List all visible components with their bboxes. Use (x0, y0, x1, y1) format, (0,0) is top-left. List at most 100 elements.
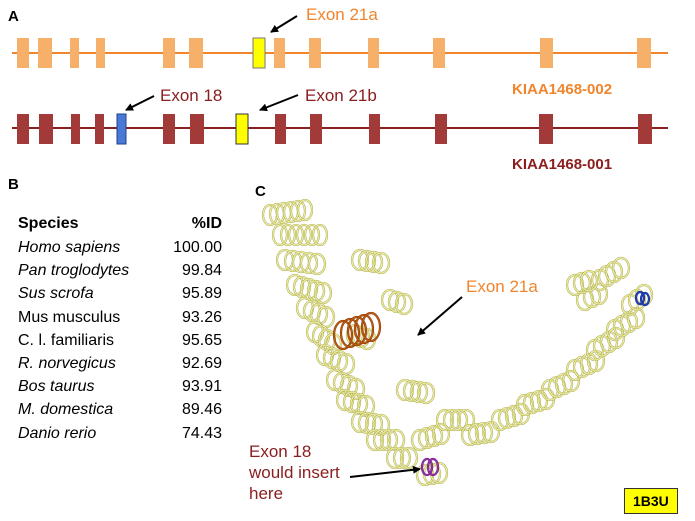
exon-box (274, 38, 285, 68)
panel-label-b: B (8, 176, 19, 193)
structure-exon21a-label: Exon 21a (466, 277, 538, 296)
species-name: Mus musculus (18, 308, 121, 326)
helix-coil (275, 248, 327, 276)
helix-bundle (261, 198, 654, 487)
table-row: Homo sapiens 100.00 (18, 236, 230, 259)
exon-box (637, 38, 651, 68)
species-name: R. norvegicus (18, 355, 116, 373)
helix-coil (620, 283, 654, 317)
helix-coil (395, 378, 436, 405)
species-name: C. l. familiaris (18, 331, 115, 349)
pid-header: %ID (191, 215, 222, 232)
exon21b-arrow (259, 94, 299, 112)
isoform-a-name: KIAA1468-002 (512, 81, 613, 98)
pdb-id-badge: 1B3U (624, 488, 678, 514)
percent-identity: 92.69 (181, 355, 222, 373)
exon-box (190, 114, 204, 144)
panel-label-a: A (8, 8, 19, 25)
exon18-structure-arrow (349, 465, 421, 478)
exon-box (368, 38, 379, 68)
exon-box (310, 114, 322, 144)
exon-box (163, 38, 175, 68)
species-name: Pan troglodytes (18, 262, 130, 280)
exon21a-arrow (270, 15, 298, 33)
percent-identity: 74.43 (181, 424, 222, 442)
helix-coil (271, 223, 329, 247)
species-name: Bos taurus (18, 378, 95, 396)
helix-coil (410, 422, 451, 452)
helix-coil (325, 368, 366, 401)
exon-box (163, 114, 175, 144)
species-name: Sus scrofa (18, 285, 94, 303)
species-header: Species (18, 215, 79, 232)
exon-box (189, 38, 203, 68)
exon-box (39, 114, 53, 144)
percent-identity: 100.00 (173, 239, 222, 257)
exon18-label: Exon 18 (160, 86, 223, 105)
exon18-loop (420, 457, 440, 477)
table-header-row: Species %ID (18, 212, 230, 236)
table-row: Danio rerio 74.43 (18, 422, 230, 445)
helix-coil (365, 428, 406, 452)
gene-structure-diagram (12, 15, 668, 145)
helix-coil (335, 388, 376, 418)
species-name: Danio rerio (18, 424, 97, 442)
helix-coil (350, 410, 391, 437)
helix-coil (490, 402, 531, 432)
terminus-highlight (634, 290, 651, 307)
helix-coil (540, 369, 581, 402)
helix-coil (565, 269, 599, 297)
exon-box (539, 114, 553, 144)
structure-exon18-line1: Exon 18 (249, 442, 312, 461)
exon-box (540, 38, 553, 68)
helix-coil (385, 446, 419, 470)
helix-coil (575, 282, 609, 312)
isoform-a-exons (17, 37, 651, 69)
exon21a-highlight (332, 311, 382, 351)
exon-box (275, 114, 286, 144)
panel-label-c: C (255, 183, 266, 200)
helix-coil (261, 198, 314, 227)
exon-box (435, 114, 447, 144)
species-name: Homo sapiens (18, 239, 121, 257)
exon-box (95, 114, 104, 144)
exon-box (17, 38, 29, 68)
exon-21a-box (252, 37, 266, 69)
structure-exon18-line3: here (249, 484, 284, 503)
protein-structure-image (261, 198, 654, 487)
helix-coil (435, 408, 476, 432)
exon-box (96, 38, 105, 68)
table-row: Sus scrofa 95.89 (18, 282, 230, 305)
percent-identity: 89.46 (181, 401, 222, 419)
helix-coil (380, 288, 414, 316)
exon-box (17, 114, 29, 144)
exon-box (70, 38, 79, 68)
terminus-helix (634, 290, 651, 307)
percent-identity: 93.26 (181, 308, 222, 326)
exon18-arrow (125, 95, 155, 111)
exon21a-label: Exon 21a (306, 5, 378, 24)
percent-identity: 93.91 (181, 378, 222, 396)
exon-box (369, 114, 380, 144)
table-row: Pan troglodytes 99.84 (18, 259, 230, 282)
helix-coil (590, 256, 631, 292)
exon-box (433, 38, 445, 68)
exon-box (71, 114, 80, 144)
exon21a-helix (332, 311, 382, 351)
exon21a-structure-arrow (417, 296, 463, 336)
helix-coil (585, 326, 626, 362)
exon-box (309, 38, 321, 68)
isoform-b-name: KIAA1468-001 (512, 156, 613, 173)
exon-box (638, 114, 652, 144)
percent-identity: 95.89 (181, 285, 222, 303)
percent-identity: 99.84 (181, 262, 222, 280)
helix-coil (515, 387, 556, 417)
helix-coil (460, 420, 501, 447)
isoform-b-exons (17, 113, 652, 145)
structure-exon18-label: Exon 18 would insert here (249, 441, 340, 504)
exon-18-box (116, 113, 127, 145)
structure-exon18-line2: would insert (249, 463, 340, 482)
